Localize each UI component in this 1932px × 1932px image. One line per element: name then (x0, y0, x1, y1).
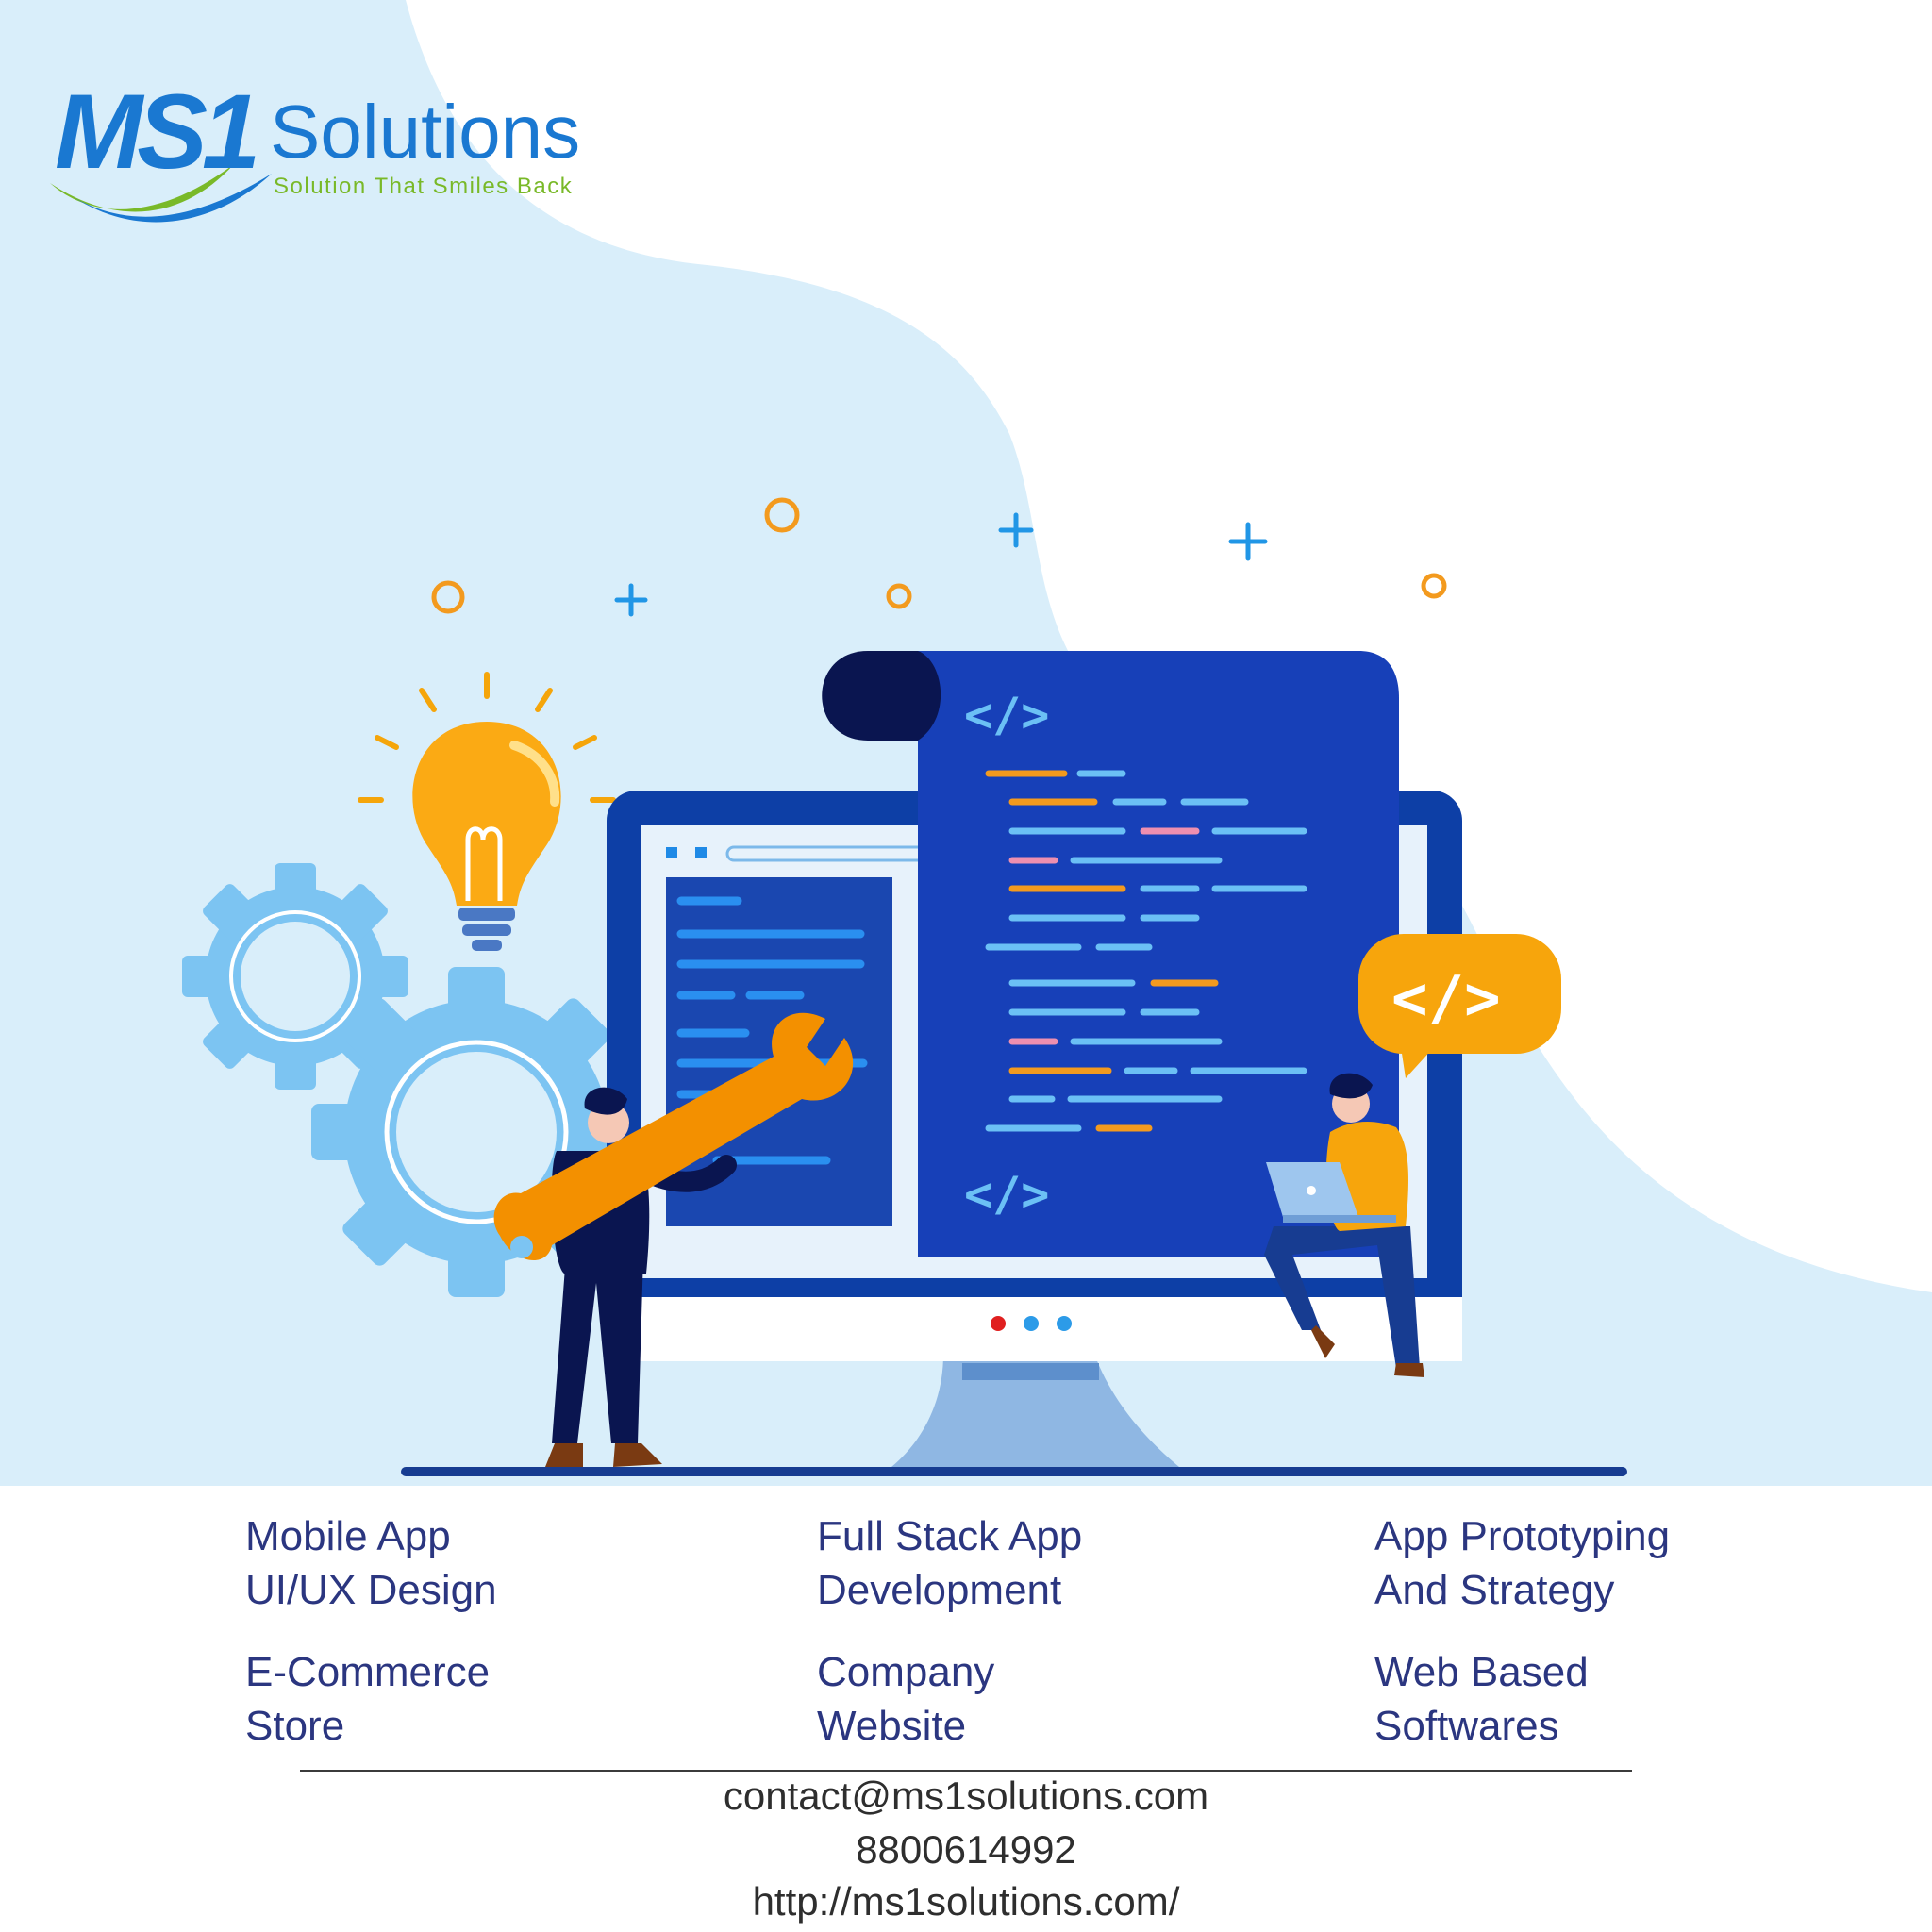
code-scroll: </> </> (822, 651, 1399, 1257)
service-item: Mobile App UI/UX Design (245, 1509, 497, 1617)
service-line: Mobile App (245, 1513, 451, 1559)
service-line: E-Commerce (245, 1649, 491, 1695)
service-item: Company Website (817, 1645, 994, 1753)
plus-icon (614, 583, 648, 617)
service-line: Company (817, 1649, 995, 1695)
swoosh-icon (50, 164, 272, 223)
code-icon: </> (964, 688, 1049, 742)
brand-name: Solutions (270, 90, 581, 174)
service-item: Full Stack App Development (817, 1509, 1082, 1617)
gear-icon (182, 863, 408, 1090)
service-line: Softwares (1374, 1703, 1559, 1749)
plus-icon (998, 512, 1034, 548)
lightbulb-icon (358, 672, 616, 951)
decor-circle (1421, 573, 1447, 599)
brand-logo: MS1 Solutions Solution That Smiles Back (45, 60, 611, 240)
service-line: Store (245, 1703, 345, 1749)
code-icon: </> (964, 1167, 1049, 1222)
service-line: Full Stack App (817, 1513, 1083, 1559)
divider (300, 1770, 1632, 1772)
code-bubble: </> (1358, 934, 1561, 1078)
contact-website[interactable]: http://ms1solutions.com/ (752, 1879, 1180, 1924)
service-line: Website (817, 1703, 967, 1749)
brand-tagline: Solution That Smiles Back (274, 174, 574, 199)
hero-illustration: </> </> </> (0, 0, 1932, 1486)
decor-circle (886, 583, 912, 609)
service-item: E-Commerce Store (245, 1645, 490, 1753)
brand-mark: MS1 (55, 73, 260, 191)
service-item: App Prototyping And Strategy (1374, 1509, 1670, 1617)
decor-shapes (431, 497, 1447, 614)
service-line: App Prototyping (1374, 1513, 1671, 1559)
decor-circle (764, 497, 800, 533)
laptop-icon (1266, 1162, 1396, 1223)
man-with-laptop (1264, 1073, 1424, 1377)
service-line: Web Based (1374, 1649, 1589, 1695)
service-line: UI/UX Design (245, 1567, 497, 1613)
floor-line (401, 1467, 1627, 1476)
man-with-wrench (493, 1012, 854, 1467)
plus-icon (1228, 522, 1268, 561)
wrench-icon (493, 1012, 854, 1261)
contact-phone[interactable]: 8800614992 (856, 1827, 1076, 1872)
contact-email[interactable]: contact@ms1solutions.com (723, 1774, 1209, 1818)
decor-plus-signs (614, 512, 1268, 617)
services-list: Mobile App UI/UX Design Full Stack App D… (245, 1509, 1755, 1764)
service-line: Development (817, 1567, 1062, 1613)
service-line: And Strategy (1374, 1567, 1615, 1613)
code-icon: </> (1391, 964, 1501, 1034)
decor-circle (431, 580, 465, 614)
service-item: Web Based Softwares (1374, 1645, 1589, 1753)
